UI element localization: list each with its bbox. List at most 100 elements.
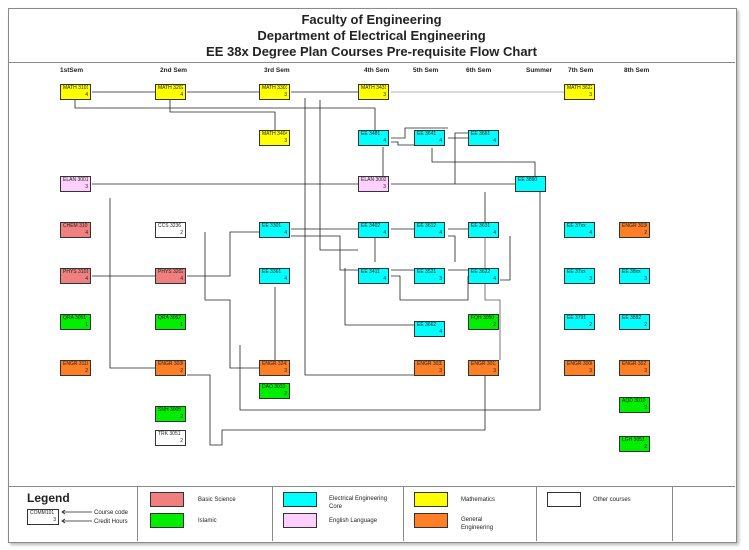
course-code: EE 3301 xyxy=(262,223,282,229)
course-code: MATH 3303 xyxy=(262,85,287,91)
legend-other-label: Other courses xyxy=(593,497,631,503)
semester-8-header: 8th Sem xyxy=(624,67,650,74)
legend-basic-science-label: Basic Science xyxy=(198,497,236,503)
course-code: MATH 3404 xyxy=(262,131,287,137)
course-code: EE 3521 xyxy=(417,269,437,275)
course-credits: 2 xyxy=(180,414,183,420)
course-code: EE 37xx xyxy=(567,223,586,229)
course-ee-3890[interactable]: EE 3890 xyxy=(515,176,546,192)
course-credits: 4 xyxy=(383,138,386,144)
course-credits: 2 xyxy=(180,368,183,374)
course-credits: 2 xyxy=(644,230,647,236)
legend-basic-science-swatch xyxy=(150,492,184,507)
course-code: ENGR 3011 xyxy=(471,361,496,367)
course-code: CHEM 3101 xyxy=(63,223,88,229)
legend-credit-hours-label: Credit Hours xyxy=(94,519,128,525)
title-chart: EE 38x Degree Plan Courses Pre-requisite… xyxy=(206,44,537,59)
course-credits: 4 xyxy=(589,230,592,236)
semester-3-header: 3rd Sem xyxy=(264,67,290,74)
legend-ee-core-swatch xyxy=(283,492,317,507)
course-credits: 2 xyxy=(589,322,592,328)
course-credits: 1 xyxy=(180,322,183,328)
course-credits: 3 xyxy=(493,368,496,374)
course-credits: 3 xyxy=(644,276,647,282)
course-credits: 3 xyxy=(284,92,287,98)
legend-math-swatch xyxy=(414,492,448,507)
course-credits: 3 xyxy=(383,92,386,98)
course-credits: 4 xyxy=(383,230,386,236)
course-credits: 4 xyxy=(439,230,442,236)
course-code: EE 3361 xyxy=(262,269,282,275)
course-code: EE 3481 xyxy=(361,131,381,137)
course-credits: 4 xyxy=(439,138,442,144)
legend-general-eng-label: General Engineering xyxy=(461,517,494,531)
course-code: EE 3402 xyxy=(361,223,381,229)
legend-divider xyxy=(536,486,537,541)
course-credits: 2 xyxy=(180,438,183,444)
course-code: EE 3641 xyxy=(417,131,437,137)
course-code: EE 3622 xyxy=(471,269,491,275)
course-credits: 3 xyxy=(589,276,592,282)
course-credits: 2 xyxy=(85,368,88,374)
course-code: MATH 3622 xyxy=(567,85,592,91)
course-code: TRK 3051 xyxy=(158,431,181,437)
course-code: AQD 3010 xyxy=(622,398,646,404)
legend-panel xyxy=(8,486,735,542)
course-credits: 4 xyxy=(493,138,496,144)
course-code: ENGR 3032 xyxy=(417,361,442,367)
course-code: ENGR 3030 xyxy=(622,223,647,229)
course-code: EE 3662 xyxy=(417,322,437,328)
semester-1-header: 1stSem xyxy=(60,67,84,74)
course-credits: 4 xyxy=(284,230,287,236)
course-code: QRA 3052 xyxy=(158,315,182,321)
course-code: CCS 3236 xyxy=(158,223,182,229)
course-code: ENGR 3030 xyxy=(158,361,183,367)
